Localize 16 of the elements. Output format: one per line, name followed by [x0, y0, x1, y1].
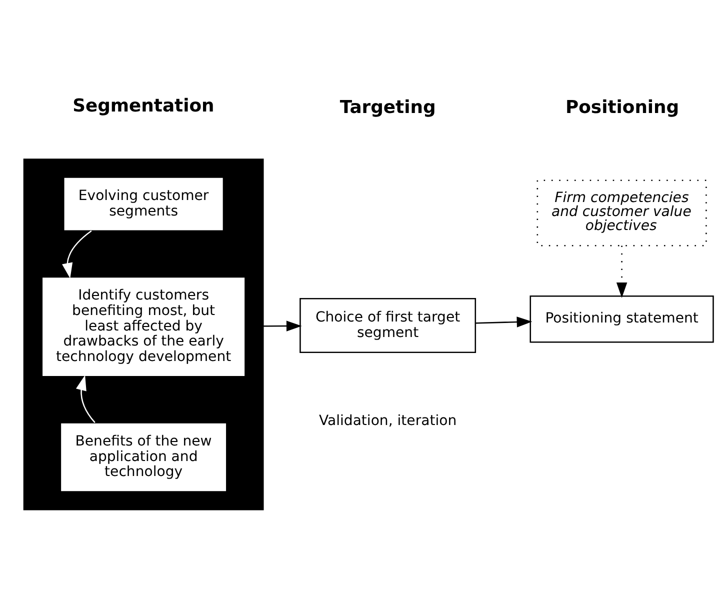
arrow	[76, 374, 96, 422]
arrow	[616, 245, 628, 298]
node-box: Firm competencies and customer value objectives	[536, 179, 707, 246]
node-box: Positioning statement	[530, 294, 714, 342]
label: Segmentation	[72, 95, 214, 116]
node-box: Evolving customer segments	[63, 176, 224, 232]
node-box: Identify customers benefiting most, but least affected by drawbacks of the early technology development	[41, 276, 246, 377]
label: Validation, iteration	[318, 412, 457, 429]
cluster	[23, 158, 264, 510]
arrow	[476, 316, 532, 327]
arrow	[62, 230, 92, 278]
label: Positioning	[566, 96, 680, 118]
node-box: Choice of first target segment	[300, 298, 476, 352]
node-box: Benefits of the new application and technology	[60, 422, 228, 492]
label: Targeting	[340, 96, 436, 118]
arrow	[263, 320, 302, 331]
